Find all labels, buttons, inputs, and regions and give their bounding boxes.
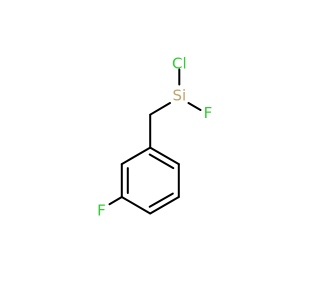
molecule-drawing: Cl Si F F bbox=[97, 55, 213, 220]
fluorine-on-ring-label: F bbox=[97, 202, 106, 220]
ring-double-inner-2 bbox=[148, 192, 174, 208]
ring-bond-3 bbox=[149, 196, 180, 215]
chlorine-atom-label: Cl bbox=[172, 55, 187, 73]
silicon-atom-label: Si bbox=[172, 87, 186, 105]
ring-bond-6 bbox=[120, 146, 152, 166]
ring-bond-1 bbox=[149, 146, 180, 166]
ring-bond-4 bbox=[120, 196, 152, 215]
structure-canvas: Cl Si F F bbox=[97, 54, 213, 220]
bond-ring-f bbox=[108, 196, 123, 206]
ring-double-inner-1 bbox=[148, 153, 175, 170]
fluorine-on-silicon-label: F bbox=[204, 104, 213, 122]
bond-si-f bbox=[187, 102, 202, 111]
bond-si-ch2 bbox=[149, 102, 171, 116]
